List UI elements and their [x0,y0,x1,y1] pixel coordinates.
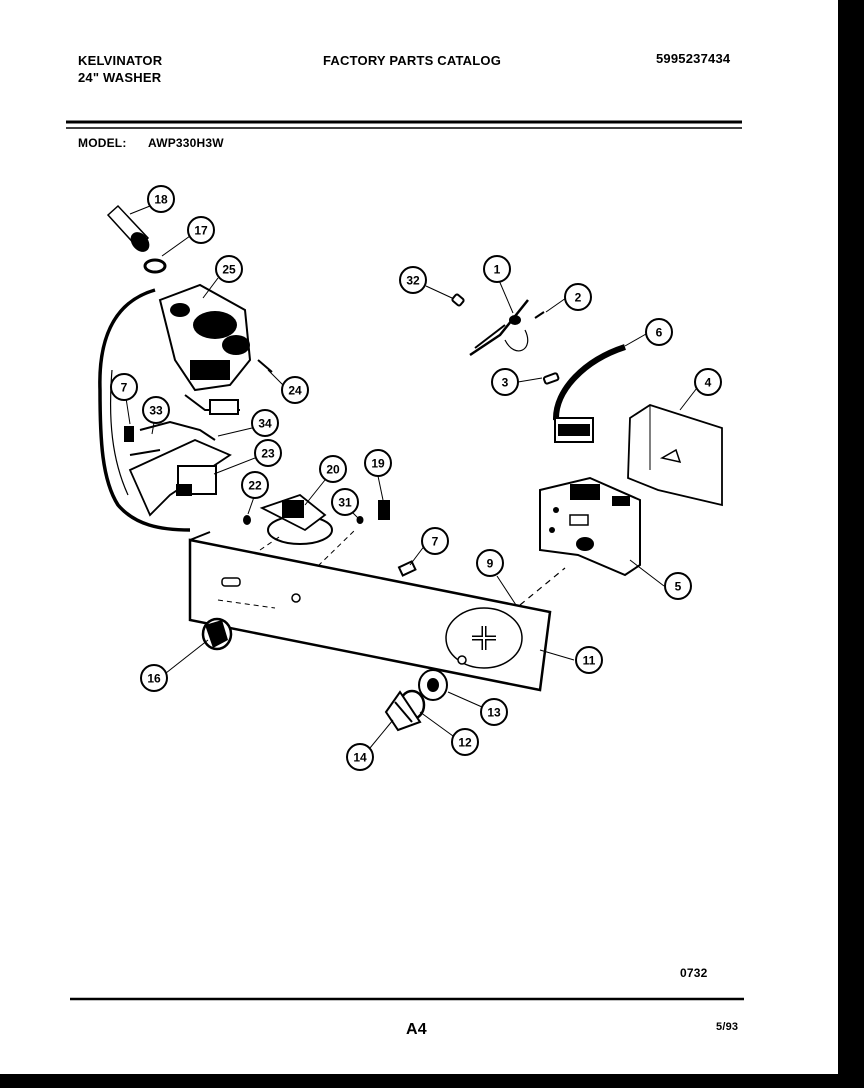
svg-text:5: 5 [675,580,682,594]
screw-part [257,359,273,373]
svg-text:24: 24 [288,384,302,398]
svg-text:4: 4 [705,376,712,390]
leader-lines [125,205,701,749]
callouts: 18 17 25 24 7 33 34 23 22 20 19 31 7 32 … [110,185,722,771]
svg-text:12: 12 [458,736,472,750]
product-name: 24" WASHER [78,70,162,85]
svg-text:14: 14 [353,751,367,765]
callout-20: 20 [319,455,347,483]
svg-text:17: 17 [194,224,208,238]
svg-text:7: 7 [432,535,439,549]
svg-text:9: 9 [487,557,494,571]
callout-2: 2 [564,283,592,311]
screw-part [243,515,251,525]
callout-1: 1 [483,255,511,283]
svg-text:34: 34 [258,417,272,431]
svg-text:22: 22 [248,479,262,493]
water-valve-assembly [158,283,252,415]
wire-harness [98,288,191,532]
callout-16: 16 [140,664,168,692]
callout-34: 34 [251,409,279,437]
svg-text:6: 6 [656,326,663,340]
clamp-part [143,258,167,274]
callout-31: 31 [331,488,359,516]
svg-text:33: 33 [149,404,163,418]
svg-text:19: 19 [371,457,385,471]
svg-text:2: 2 [575,291,582,305]
callout-18: 18 [147,185,175,213]
cover-part [627,404,723,507]
callout-3: 3 [491,368,519,396]
catalog-sheet: KELVINATOR 24" WASHER FACTORY PARTS CATA… [0,0,838,1074]
callout-23: 23 [254,439,282,467]
catalog-number: 5995237434 [656,51,731,66]
callout-25: 25 [215,255,243,283]
callout-22: 22 [241,471,269,499]
callout-24: 24 [281,376,309,404]
control-panel [188,531,552,692]
svg-text:32: 32 [406,274,420,288]
timer-knob-assembly [384,669,448,732]
svg-text:18: 18 [154,193,168,207]
svg-text:31: 31 [338,496,352,510]
catalog-title: FACTORY PARTS CATALOG [323,53,502,68]
wire-harness-part [552,344,626,421]
bracket-assembly [124,420,232,517]
callout-7a: 7 [110,373,138,401]
svg-text:11: 11 [583,654,596,668]
clip-part [397,560,417,577]
brand-name: KELVINATOR [78,53,163,68]
callout-9: 9 [476,549,504,577]
svg-text:13: 13 [487,706,501,720]
callout-11: 11 [575,646,603,674]
svg-text:1: 1 [494,263,501,277]
connector-part [378,500,390,520]
timer-part [539,476,641,577]
svg-text:25: 25 [222,263,236,277]
callout-32: 32 [399,266,427,294]
knob-part [201,617,233,651]
callout-6: 6 [645,318,673,346]
drawing-code: 0732 [680,966,708,980]
callout-33: 33 [142,396,170,424]
exploded-parts-diagram: 18 17 25 24 7 33 34 23 22 20 19 31 7 32 … [66,120,744,1001]
callout-4: 4 [694,368,722,396]
callout-7b: 7 [421,527,449,555]
svg-text:7: 7 [121,381,128,395]
hose-part [106,204,150,252]
callout-13: 13 [480,698,508,726]
svg-text:20: 20 [326,463,340,477]
callout-17: 17 [187,216,215,244]
svg-text:16: 16 [147,672,161,686]
model-number: AWP330H3W [148,136,224,150]
callout-5: 5 [664,572,692,600]
model-label: MODEL: [78,136,127,150]
svg-text:23: 23 [261,447,275,461]
page-number: A4 [406,1021,427,1038]
callout-12: 12 [451,728,479,756]
callout-14: 14 [346,743,374,771]
svg-text:3: 3 [502,376,509,390]
callout-19: 19 [364,449,392,477]
wire-parts [451,293,560,385]
print-date: 5/93 [716,1021,739,1033]
pressure-switch [259,493,333,545]
